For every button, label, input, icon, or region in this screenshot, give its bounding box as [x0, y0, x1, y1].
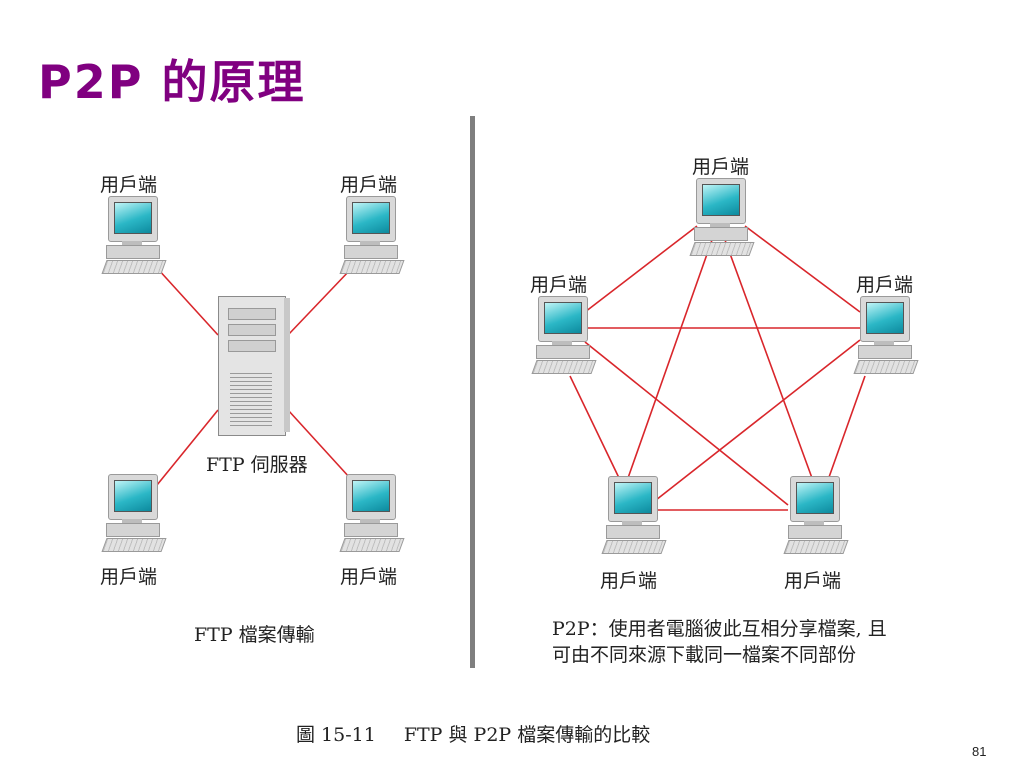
ftp-client-computer-icon — [101, 474, 167, 556]
figure-caption-text: FTP 與 P2P 檔案傳輸的比較 — [403, 724, 651, 746]
p2p-link-right-bottomright — [827, 375, 866, 481]
slide-title: P2P 的原理 — [38, 55, 306, 109]
ftp-server-label: FTP 伺服器 — [206, 454, 308, 476]
ftp-link-top-right — [287, 269, 351, 336]
p2p-peer-label-left: 用戶端 — [530, 274, 588, 296]
ftp-caption: FTP 檔案傳輸 — [194, 624, 315, 646]
p2p-link-top-left — [584, 225, 698, 313]
p2p-description-line1: P2P：使用者電腦彼此互相分享檔案, 且 — [552, 618, 887, 640]
p2p-peer-computer-icon — [783, 476, 849, 558]
p2p-link-top-right — [744, 225, 861, 313]
ftp-client-computer-icon — [101, 196, 167, 278]
ftp-client-computer-icon — [339, 196, 405, 278]
ftp-client-label-top-right: 用戶端 — [340, 174, 398, 196]
figure-number: 圖 15-11 — [296, 724, 376, 746]
ftp-client-label-top-left: 用戶端 — [100, 174, 158, 196]
p2p-description: P2P：使用者電腦彼此互相分享檔案, 且 可由不同來源下載同一檔案不同部份 — [552, 616, 887, 668]
ftp-link-bottom-left — [156, 409, 219, 486]
ftp-link-bottom-right — [287, 409, 351, 479]
p2p-peer-label-bottom-right: 用戶端 — [784, 570, 842, 592]
section-divider — [470, 116, 475, 668]
figure-caption: 圖 15-11 FTP 與 P2P 檔案傳輸的比較 — [296, 720, 678, 747]
p2p-peer-label-right: 用戶端 — [856, 274, 914, 296]
ftp-link-top-left — [156, 267, 219, 336]
p2p-link-right-bottomleft — [655, 339, 861, 501]
p2p-peer-label-top: 用戶端 — [692, 156, 750, 178]
page-number: 81 — [972, 744, 987, 759]
ftp-client-computer-icon — [339, 474, 405, 556]
p2p-link-left-bottomleft — [569, 375, 621, 481]
p2p-link-left-bottomright — [584, 341, 789, 506]
p2p-link-top-bottomleft — [627, 239, 713, 479]
ftp-client-label-bottom-right: 用戶端 — [340, 566, 398, 588]
p2p-peer-computer-icon — [531, 296, 597, 378]
p2p-peer-computer-icon — [689, 178, 755, 260]
p2p-link-top-bottomright — [724, 239, 813, 479]
ftp-client-label-bottom-left: 用戶端 — [100, 566, 158, 588]
p2p-peer-label-bottom-left: 用戶端 — [600, 570, 658, 592]
p2p-peer-computer-icon — [601, 476, 667, 558]
ftp-server-icon — [218, 296, 290, 436]
p2p-description-line2: 可由不同來源下載同一檔案不同部份 — [552, 644, 857, 666]
p2p-peer-computer-icon — [853, 296, 919, 378]
